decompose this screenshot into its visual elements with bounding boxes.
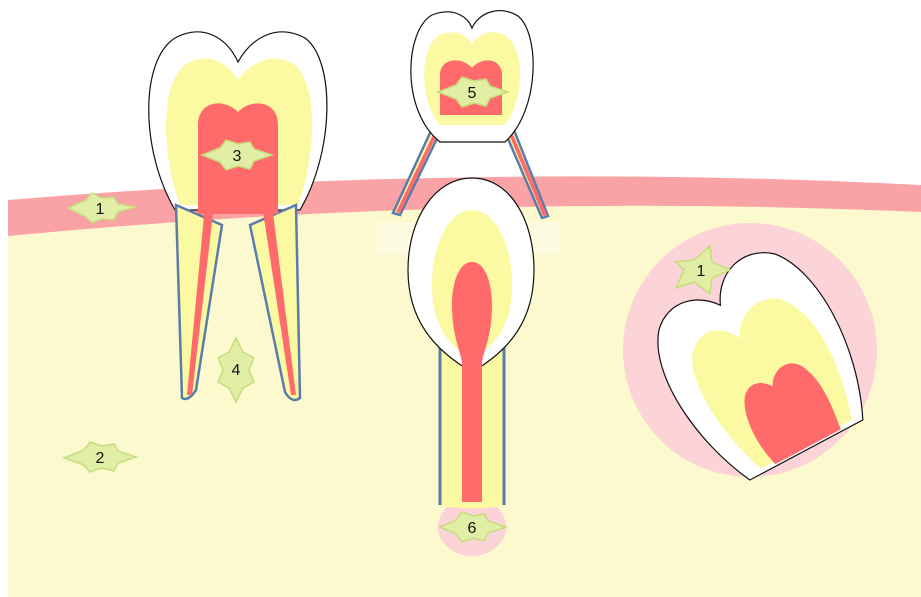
marker-label: 2 (96, 450, 105, 467)
marker-label: 3 (233, 148, 242, 165)
marker-label: 6 (468, 520, 477, 537)
marker-label: 4 (232, 362, 241, 379)
marker-label: 1 (697, 263, 706, 280)
marker-label: 5 (468, 85, 477, 102)
marker-label: 1 (96, 201, 105, 218)
